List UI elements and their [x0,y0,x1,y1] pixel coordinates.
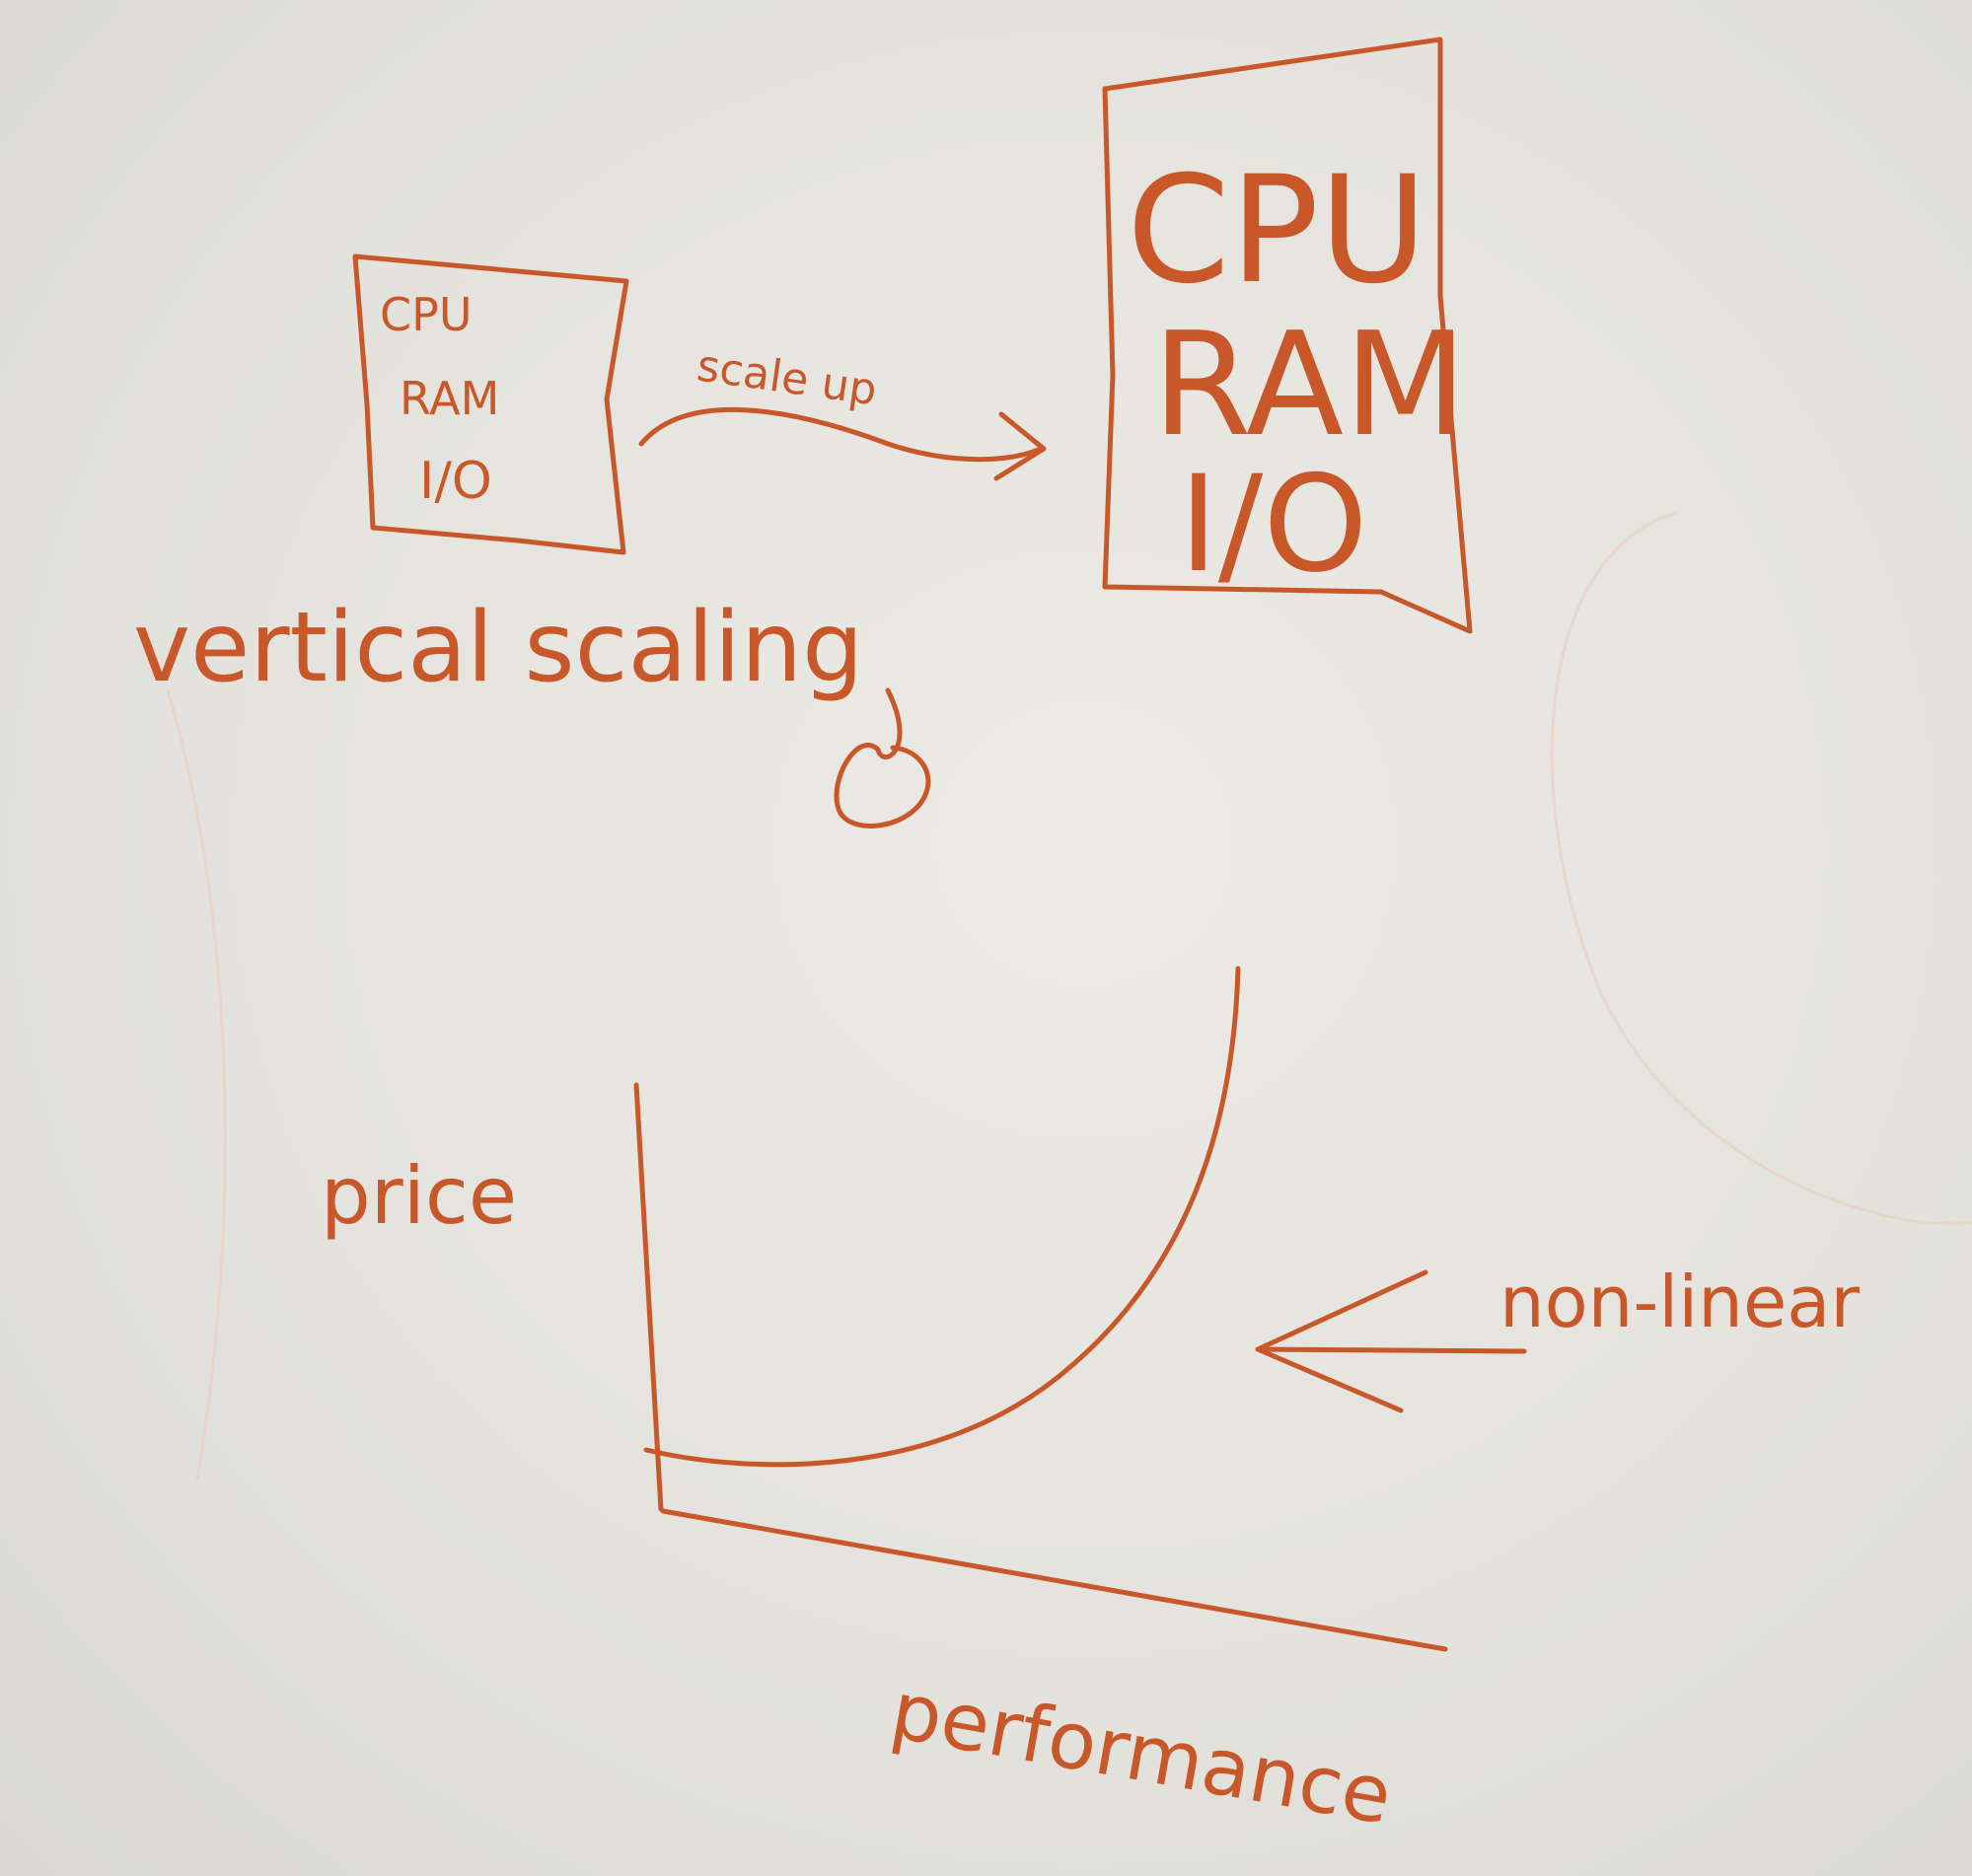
erased-mark [1550,511,1972,1226]
erased-mark [166,689,227,1480]
scale-up-arrow [638,406,1044,463]
y-axis [633,1082,664,1512]
small-box-ram-label: RAM [400,372,499,425]
vertical-scaling-caption: vertical scaling [133,592,863,704]
small-server-box [352,253,629,555]
large-box-cpu-label: CPU [1127,145,1427,317]
scale-up-label: scale up [694,340,880,415]
non-linear-arrow-shaft [1255,1346,1527,1354]
large-server-box [1102,36,1473,634]
scale-up-arrowhead [993,411,1047,481]
non-linear-arrowhead [1255,1269,1428,1413]
caption-g-loop [834,687,931,829]
y-axis-label-price: price [321,1150,517,1242]
large-box-ram-label: RAM [1152,302,1467,469]
large-box-io-label: I/O [1179,447,1368,602]
x-axis [660,1508,1448,1652]
price-performance-curve [643,966,1241,1468]
small-box-cpu-label: CPU [380,288,473,341]
x-axis-label-performance: performance [885,1664,1399,1842]
non-linear-annotation: non-linear [1499,1261,1860,1343]
small-box-io-label: I/O [419,452,492,511]
